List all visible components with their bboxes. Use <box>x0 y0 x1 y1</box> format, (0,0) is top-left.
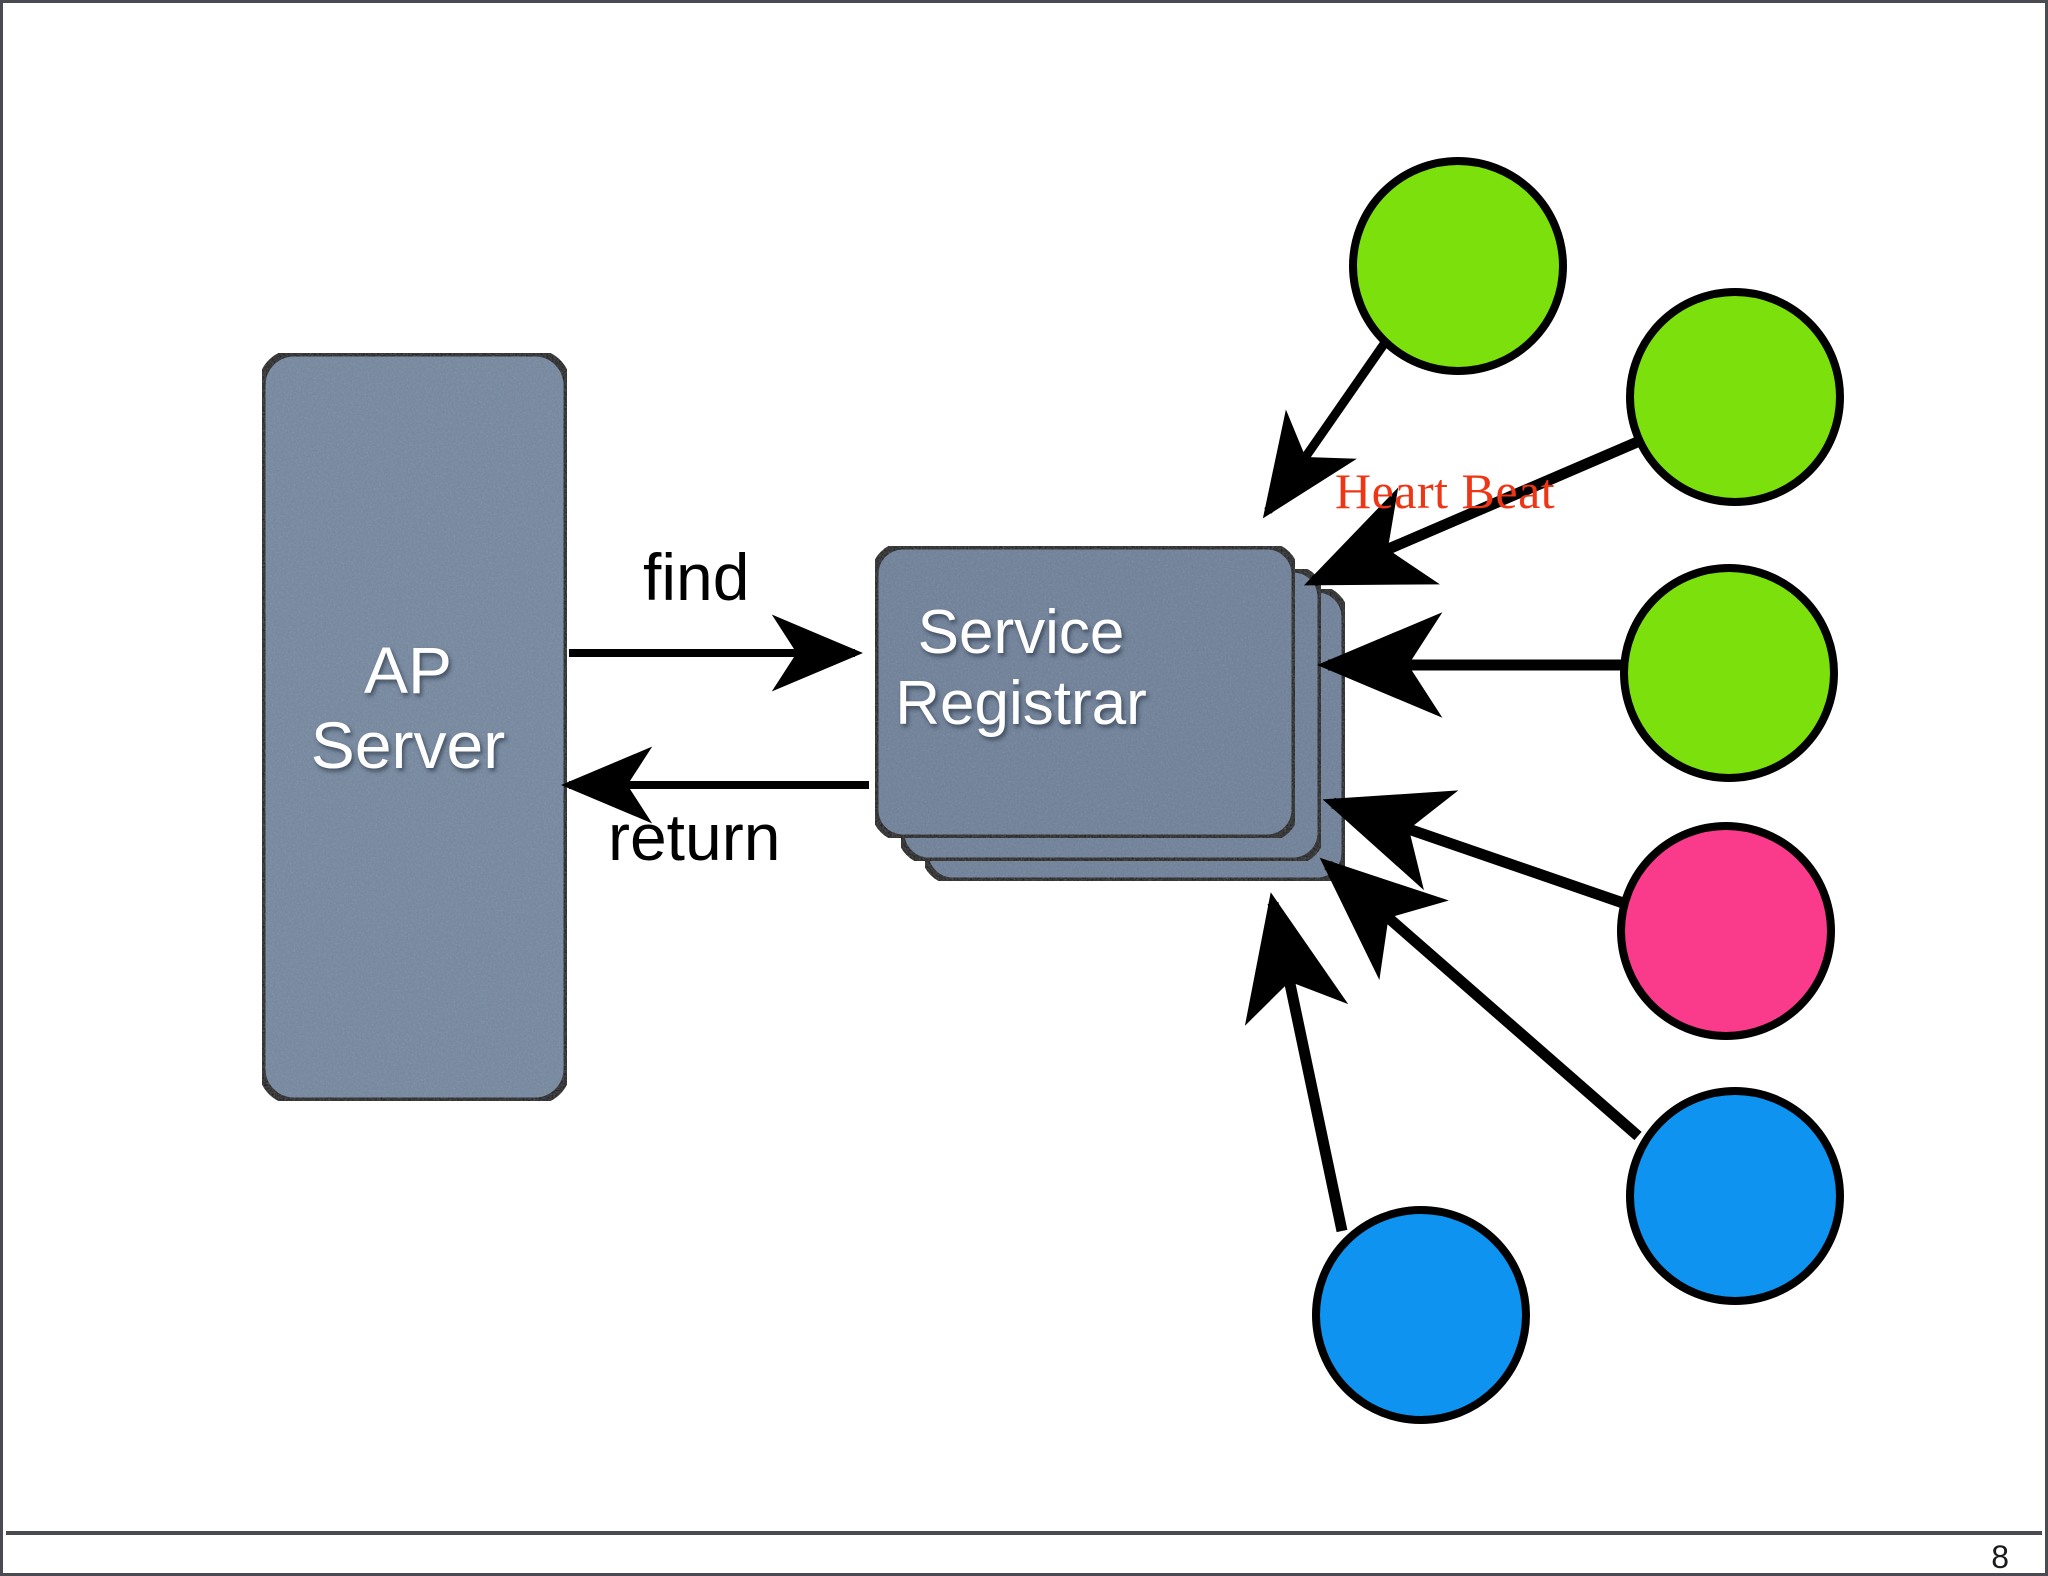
heartbeat-edge-label: Heart Beat <box>1335 463 1556 519</box>
service-registrar-stack[interactable] <box>871 542 1349 885</box>
client-blue-2[interactable] <box>1312 1206 1530 1424</box>
client-green-3[interactable] <box>1620 564 1838 782</box>
ap-server-node[interactable] <box>258 349 571 1105</box>
client-pink-1[interactable] <box>1617 822 1835 1040</box>
heartbeat-arrow-pink-1 <box>1322 790 1628 910</box>
ap-server-box[interactable] <box>258 349 571 1105</box>
client-blue-1[interactable] <box>1626 1087 1844 1305</box>
return-edge-label: return <box>608 800 781 874</box>
heartbeat-arrow-blue-2 <box>1244 892 1349 1233</box>
heartbeat-arrow-green-1 <box>1262 341 1388 519</box>
client-green-1[interactable] <box>1349 157 1567 375</box>
service-registrar-box-layer-1[interactable] <box>871 542 1299 842</box>
heartbeat-arrow-green-2 <box>1303 434 1645 587</box>
client-green-2[interactable] <box>1626 288 1844 506</box>
footer-divider <box>6 1531 2042 1535</box>
heartbeat-arrow-blue-1 <box>1319 857 1642 1141</box>
diagram-svg <box>258 157 1844 1424</box>
page-number: 8 <box>1991 1539 2009 1575</box>
find-edge-label: find <box>643 540 750 614</box>
